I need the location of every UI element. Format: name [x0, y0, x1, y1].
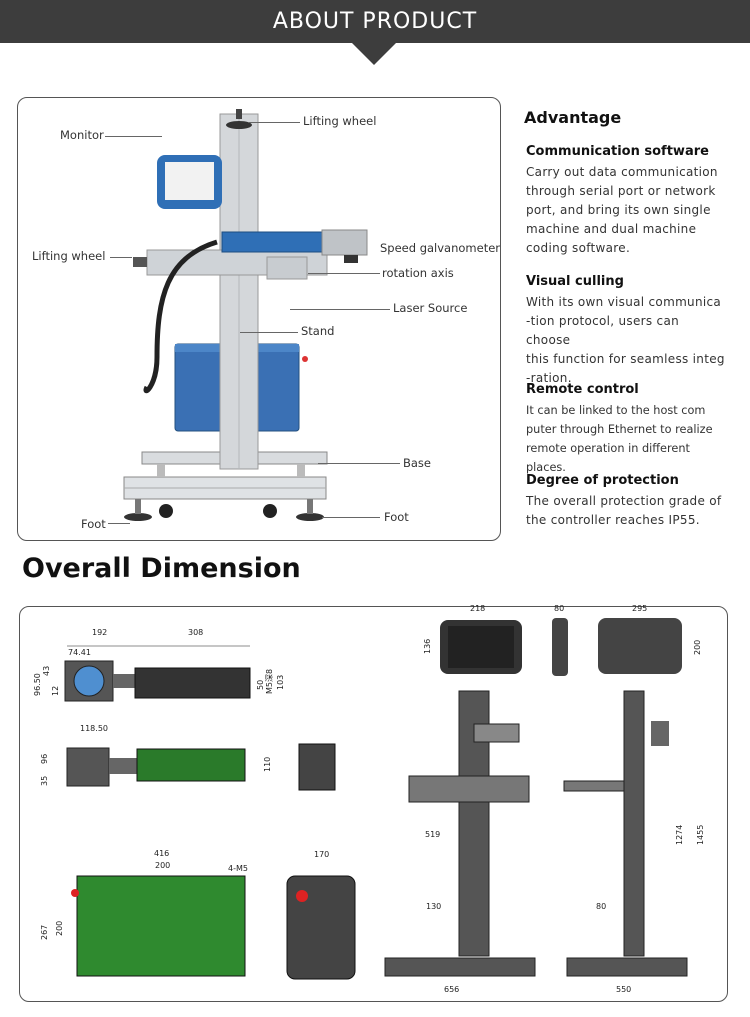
header-banner	[0, 0, 750, 43]
dim-96: 96	[40, 753, 49, 764]
dim-550: 550	[616, 985, 632, 994]
banner-title: ABOUT PRODUCT	[272, 9, 478, 34]
leader-monitor	[105, 136, 162, 137]
banner-arrow	[352, 43, 396, 65]
advantage-text-visual: With its own visual communica-tion proto…	[526, 295, 725, 385]
dim-308: 308	[188, 628, 204, 637]
dim-130: 130	[426, 902, 442, 911]
label-laser-source: Laser Source	[393, 301, 468, 315]
leader-foot-right	[322, 517, 380, 518]
label-monitor: Monitor	[60, 128, 104, 142]
dim-656: 656	[444, 985, 460, 994]
dim-43: 43	[42, 665, 51, 676]
dim-192: 192	[92, 628, 108, 637]
dimension-title: Overall Dimension	[22, 553, 301, 584]
dim-35: 35	[40, 775, 49, 786]
leader-stand	[240, 332, 298, 333]
dimension-drawings	[64, 618, 688, 980]
dim-295: 295	[632, 604, 648, 613]
leader-base	[318, 463, 400, 464]
advantage-heading-visual: Visual culling	[526, 274, 624, 289]
dim-1455: 1455	[696, 824, 705, 845]
dim-4-m5: 4-M5	[228, 864, 248, 873]
dim-267: 267	[40, 924, 49, 940]
dim-416: 416	[154, 849, 170, 858]
leader-rotation-axis	[308, 273, 380, 274]
dim-200-h: 200	[55, 920, 64, 936]
leader-lifting-wheel-left	[110, 257, 132, 258]
dim-110: 110	[263, 756, 272, 772]
leader-laser-source	[290, 309, 390, 310]
leader-lifting-wheel-top	[248, 122, 300, 123]
machine-panel	[17, 97, 501, 541]
dim-103: 103	[276, 674, 285, 690]
machine-illustration	[123, 109, 368, 521]
advantage-heading-protection: Degree of protection	[526, 473, 679, 488]
dim-200-w: 200	[155, 861, 171, 870]
label-stand: Stand	[301, 324, 335, 338]
dim-519: 519	[425, 830, 441, 839]
label-foot-left: Foot	[81, 517, 106, 531]
advantage-heading-remote: Remote control	[526, 382, 639, 397]
dim-200-mon: 200	[693, 639, 702, 655]
dim-m5: M5深8	[265, 668, 274, 694]
label-base: Base	[403, 456, 432, 470]
dim-50: 50	[256, 679, 265, 690]
dim-12: 12	[51, 685, 60, 696]
label-lifting-wheel-left: Lifting wheel	[32, 249, 106, 263]
advantage-heading-communication: Communication software	[526, 144, 709, 159]
dim-80-mon: 80	[554, 604, 565, 613]
dim-118-50: 118.50	[80, 724, 108, 733]
dim-218: 218	[470, 604, 486, 613]
advantage-title: Advantage	[524, 108, 622, 127]
dim-170: 170	[314, 850, 330, 859]
dim-136: 136	[423, 638, 432, 654]
dim-96-50: 96.50	[33, 673, 42, 696]
label-speed-galvanometer: Speed galvanometer	[380, 241, 501, 255]
label-lifting-wheel-top: Lifting wheel	[303, 114, 377, 128]
label-foot-right: Foot	[384, 510, 409, 524]
dim-80-stand: 80	[596, 902, 607, 911]
dim-1274: 1274	[675, 824, 684, 845]
leader-foot-left	[108, 523, 130, 524]
label-rotation-axis: rotation axis	[382, 266, 454, 280]
dim-74-41: 74.41	[68, 648, 91, 657]
